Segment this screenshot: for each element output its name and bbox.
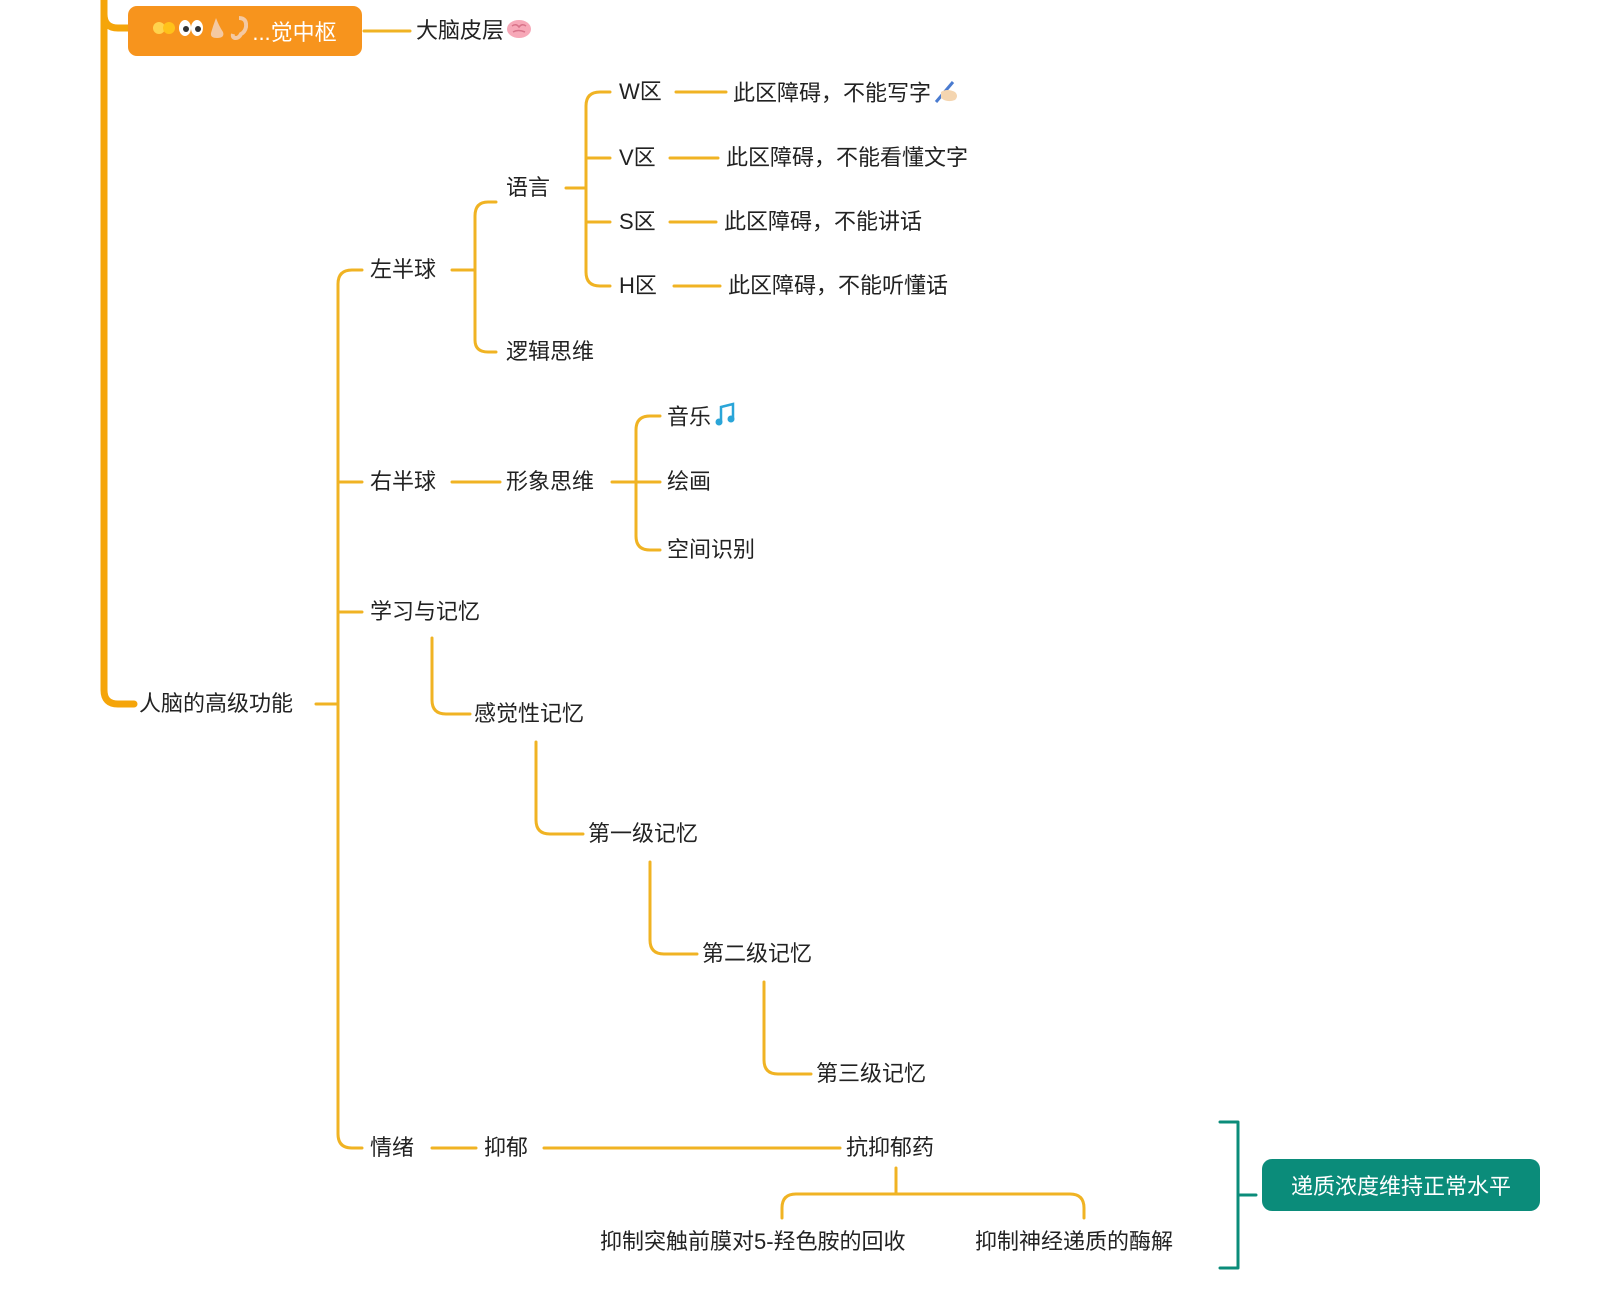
imagery-bracket	[634, 414, 662, 552]
s-area-desc: 此区障碍，不能讲话	[724, 209, 923, 234]
memory-link-1	[430, 636, 472, 716]
w-area-desc-node[interactable]: 此区障碍，不能写字	[733, 78, 961, 111]
depression-node[interactable]: 抑郁	[484, 1134, 528, 1162]
h-area-desc: 此区障碍，不能听懂话	[728, 273, 949, 298]
nose-icon	[207, 16, 227, 46]
emotion-label: 情绪	[370, 1135, 415, 1160]
second-memory-node[interactable]: 第二级记忆	[702, 940, 812, 968]
drawing-node[interactable]: 绘画	[667, 468, 711, 496]
result-bracket	[1218, 1120, 1258, 1270]
h-area-desc-node[interactable]: 此区障碍，不能听懂话	[728, 272, 948, 300]
main-spine-line	[336, 268, 364, 1150]
hands-icon	[153, 17, 176, 45]
sensory-icons	[153, 16, 249, 46]
s-area-node[interactable]: S区	[619, 208, 656, 236]
imagery-thinking-label: 形象思维	[506, 469, 595, 494]
right-hemisphere-label: 右半球	[370, 469, 437, 494]
learning-memory-label: 学习与记忆	[370, 599, 481, 624]
learning-memory-node[interactable]: 学习与记忆	[370, 598, 480, 626]
antidepressant-label: 抗抑郁药	[846, 1135, 935, 1160]
transmitter-level-label: 递质浓度维持正常水平	[1290, 1174, 1511, 1199]
drawing-label: 绘画	[667, 469, 712, 494]
brain-icon	[506, 18, 532, 47]
second-memory-label: 第二级记忆	[702, 941, 813, 966]
antidepressant-node[interactable]: 抗抑郁药	[846, 1134, 934, 1162]
language-bracket	[584, 90, 612, 288]
spatial-recognition-node[interactable]: 空间识别	[667, 536, 755, 564]
v-area-label: V区	[619, 145, 656, 170]
w-area-node[interactable]: W区	[619, 78, 662, 106]
language-node[interactable]: 语言	[506, 174, 550, 202]
left-hemisphere-node[interactable]: 左半球	[370, 256, 436, 284]
root-node[interactable]: 人脑的高级功能	[139, 690, 293, 718]
spatial-recognition-label: 空间识别	[667, 537, 756, 562]
root-to-pill-line	[100, 10, 132, 32]
s-area-label: S区	[619, 209, 656, 234]
eyes-icon	[178, 17, 204, 45]
drug-bracket	[780, 1166, 1086, 1220]
emotion-node[interactable]: 情绪	[370, 1134, 414, 1162]
v-area-node[interactable]: V区	[619, 144, 656, 172]
musical-notes-icon	[713, 402, 741, 435]
left-hemisphere-label: 左半球	[370, 257, 437, 282]
third-memory-node[interactable]: 第三级记忆	[816, 1060, 926, 1088]
writing-hand-icon	[933, 78, 961, 111]
music-node[interactable]: 音乐	[667, 402, 741, 435]
depression-label: 抑郁	[484, 1135, 529, 1160]
root-label: 人脑的高级功能	[139, 691, 294, 716]
memory-link-4	[762, 980, 813, 1076]
ear-icon	[230, 16, 249, 46]
sensory-memory-label: 感觉性记忆	[474, 701, 585, 726]
cerebral-cortex-label: 大脑皮层	[416, 18, 505, 43]
memory-link-3	[648, 860, 699, 956]
v-area-desc-node[interactable]: 此区障碍，不能看懂文字	[726, 144, 968, 172]
h-area-label: H区	[619, 273, 657, 298]
cerebral-cortex-node[interactable]: 大脑皮层	[416, 17, 532, 47]
h-area-node[interactable]: H区	[619, 272, 657, 300]
language-label: 语言	[506, 175, 551, 200]
memory-link-2	[534, 740, 585, 836]
enzyme-inhibition-label: 抑制神经递质的酶解	[975, 1229, 1174, 1254]
logic-thinking-node[interactable]: 逻辑思维	[506, 338, 594, 366]
w-area-desc: 此区障碍，不能写字	[733, 80, 932, 106]
music-label: 音乐	[667, 404, 712, 430]
first-memory-label: 第一级记忆	[588, 821, 699, 846]
sensory-center-pill[interactable]: ...觉中枢	[128, 6, 362, 56]
right-hemisphere-node[interactable]: 右半球	[370, 468, 436, 496]
enzyme-inhibition-node[interactable]: 抑制神经递质的酶解	[975, 1228, 1173, 1256]
w-area-label: W区	[619, 79, 662, 104]
s-area-desc-node[interactable]: 此区障碍，不能讲话	[724, 208, 922, 236]
third-memory-label: 第三级记忆	[816, 1061, 927, 1086]
reuptake-inhibition-label: 抑制突触前膜对5-羟色胺的回收	[600, 1229, 906, 1254]
left-hemisphere-bracket	[473, 200, 498, 354]
v-area-desc: 此区障碍，不能看懂文字	[726, 145, 969, 170]
logic-thinking-label: 逻辑思维	[506, 339, 595, 364]
imagery-thinking-node[interactable]: 形象思维	[506, 468, 594, 496]
sensory-memory-node[interactable]: 感觉性记忆	[474, 700, 584, 728]
root-trunk-line	[100, 0, 138, 708]
transmitter-level-pill[interactable]: 递质浓度维持正常水平	[1262, 1159, 1540, 1211]
first-memory-node[interactable]: 第一级记忆	[588, 820, 698, 848]
sensory-center-label: ...觉中枢	[252, 20, 337, 45]
reuptake-inhibition-node[interactable]: 抑制突触前膜对5-羟色胺的回收	[600, 1228, 906, 1256]
